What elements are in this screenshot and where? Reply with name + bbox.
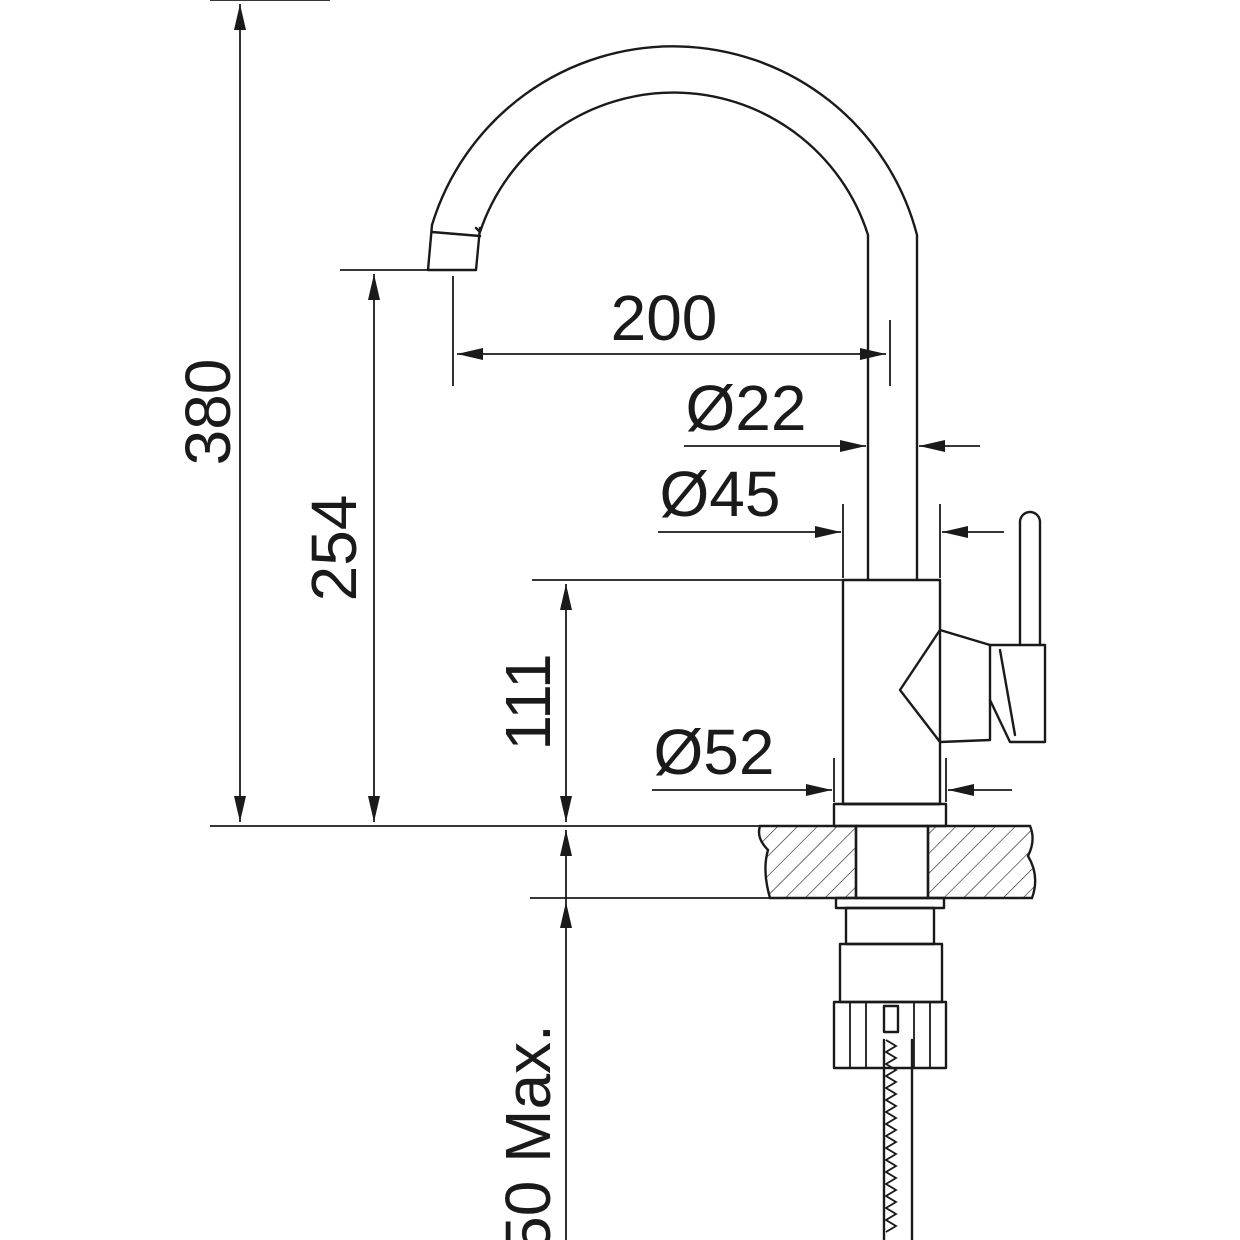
dimension-label-spout-reach: 200 (611, 282, 718, 354)
dimension-spout-height: 254 (298, 274, 380, 822)
threaded-rod (882, 1004, 914, 1240)
spout (426, 45, 919, 582)
dimension-label-body-height: 111 (492, 653, 564, 750)
dimension-total-height: 380 (172, 4, 246, 822)
dimension-counter-thickness: 50 Max. (492, 830, 572, 1240)
dimension-spout-diameter: Ø22 (684, 372, 980, 452)
countertop-section (757, 824, 1037, 900)
dimension-label-body-diameter: Ø45 (660, 458, 781, 530)
dimension-label-spout-diameter: Ø22 (686, 372, 807, 444)
lever-rod (1018, 510, 1042, 647)
dimension-body-height: 111 (492, 584, 572, 822)
faucet-body (841, 578, 942, 806)
dimension-label-total-height: 380 (172, 359, 244, 466)
dimension-label-spout-height: 254 (298, 495, 370, 602)
extension-lines (210, 0, 947, 899)
dimension-base-diameter: Ø52 (652, 716, 1012, 796)
aerator (426, 223, 482, 272)
dimension-body-diameter: Ø45 (658, 458, 1004, 538)
base-ring (832, 802, 948, 828)
dimension-label-base-diameter: Ø52 (654, 716, 775, 788)
dimension-label-counter-thickness: 50 Max. (492, 1024, 564, 1240)
lever-handle (898, 510, 1047, 744)
mounting-nut (832, 896, 948, 1070)
dimension-spout-reach: 200 (457, 282, 886, 360)
